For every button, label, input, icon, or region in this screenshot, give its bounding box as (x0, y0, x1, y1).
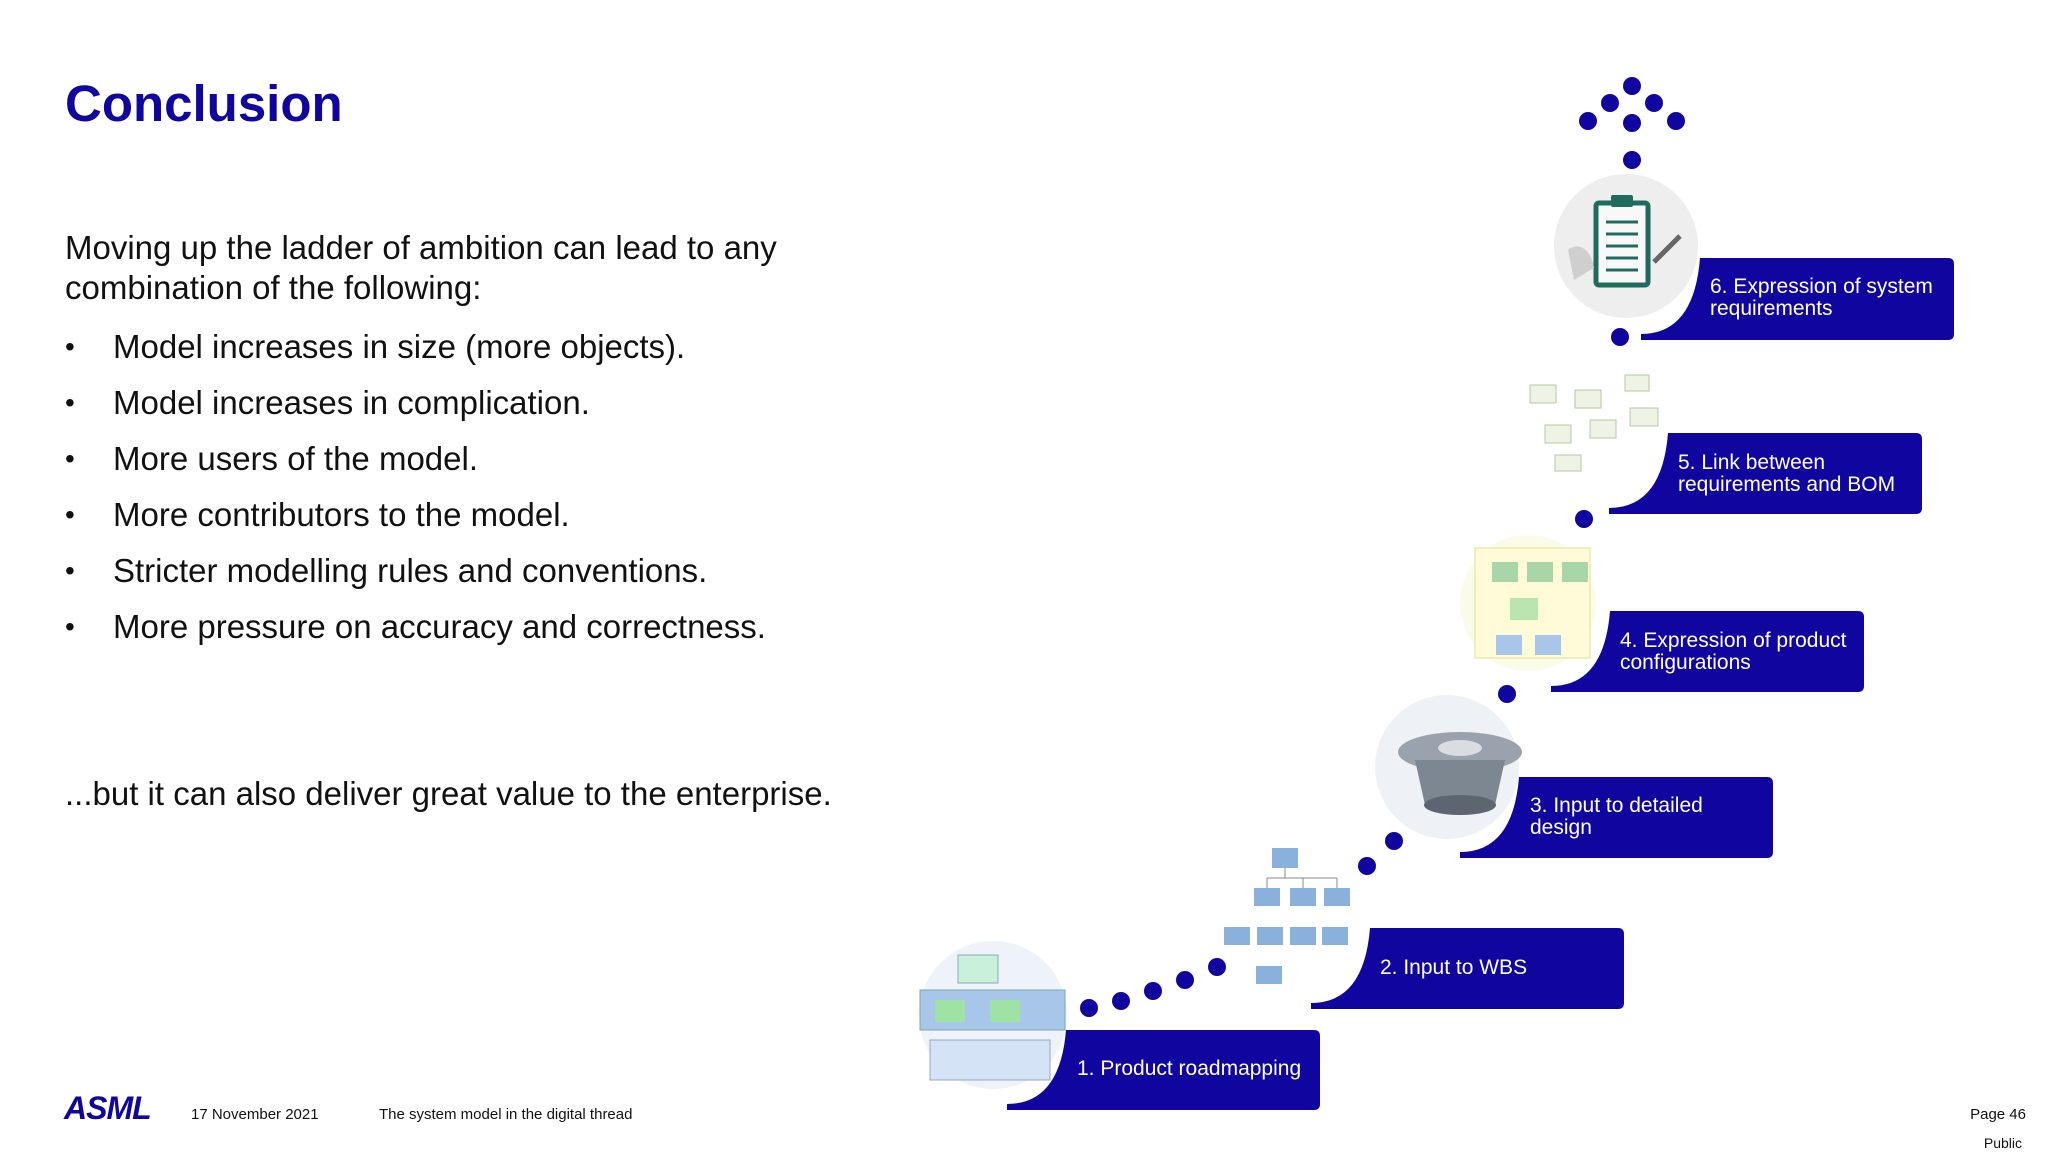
step-4-line2: configurations (1620, 651, 1751, 674)
bullet-marker: • (65, 387, 75, 418)
connector-dot (1358, 857, 1376, 875)
step-6-box (1641, 258, 1954, 340)
bullet-item: • More pressure on accuracy and correctne… (65, 607, 766, 663)
bullet-item: • Model increases in complication. (65, 383, 766, 439)
step-2-box (1311, 928, 1624, 1009)
intro-text: Moving up the ladder of ambition can lea… (65, 229, 777, 306)
step-1-line1: 1. Product roadmapping (1077, 1057, 1302, 1080)
classification-label: Public (1983, 1135, 2022, 1151)
page-number: Page 46 (1970, 1106, 2026, 1123)
connector-dot (1611, 328, 1629, 346)
bullet-text: More users of the model. (113, 440, 478, 477)
step-4-box (1551, 611, 1864, 692)
slide-title: Conclusion (65, 75, 343, 132)
bullet-marker: • (65, 611, 75, 642)
bullet-marker: • (65, 555, 75, 586)
bullet-item: • More contributors to the model. (65, 495, 766, 551)
bullet-text: Model increases in size (more objects). (113, 328, 686, 365)
bullet-text: Model increases in complication. (113, 384, 590, 421)
connector-dot (1623, 151, 1641, 169)
thumbnail-wbs-icon (1224, 848, 1350, 984)
bullet-list: • Model increases in size (more objects).… (65, 327, 766, 663)
bullet-marker: • (65, 331, 75, 362)
bullet-item: • Model increases in size (more objects). (65, 327, 766, 383)
step-5-line2: requirements and BOM (1678, 473, 1896, 496)
thumbnail-product-config-icon (1460, 535, 1596, 671)
step-1-box (1007, 1030, 1320, 1110)
thumbnail-mechanical-part-icon (1375, 695, 1522, 839)
bullet-text: Stricter modelling rules and conventions… (113, 552, 708, 589)
bullet-text: More contributors to the model. (113, 496, 570, 533)
step-5-label: 5. Link between requirements and BOM (1678, 452, 1895, 496)
connector-dot (1498, 685, 1516, 703)
connector-dot (1575, 510, 1593, 528)
connector-dot (1112, 992, 1130, 1010)
step-2-line1: 2. Input to WBS (1380, 956, 1528, 979)
clipboard-icon (1554, 174, 1698, 318)
step-5-line1: 5. Link between (1678, 451, 1826, 474)
step-4-label: 4. Expression of product configurations (1620, 630, 1846, 674)
bullet-item: • Stricter modelling rules and convention… (65, 551, 766, 607)
closing-statement: ...but it can also deliver great value t… (65, 775, 832, 812)
thumbnail-product-roadmap-icon (919, 941, 1067, 1089)
step-3-box (1460, 777, 1773, 858)
step-3-label: 3. Input to detailed design (1530, 795, 1703, 839)
connector-dots (1080, 151, 1641, 1017)
bullet-marker: • (65, 499, 75, 530)
connector-dot (1385, 832, 1403, 850)
step-2-label: 2. Input to WBS (1380, 957, 1527, 979)
step-6-line1: 6. Expression of system (1710, 275, 1933, 298)
footer-date: 17 November 2021 (191, 1106, 319, 1123)
asml-logo: ASML (64, 1090, 152, 1126)
arrow-up-icon (1579, 77, 1685, 132)
connector-dot (1208, 958, 1226, 976)
connector-dot (1144, 982, 1162, 1000)
step-1-label: 1. Product roadmapping (1077, 1058, 1301, 1080)
step-3-line1: 3. Input to detailed (1530, 794, 1703, 817)
step-6-line2: requirements (1710, 297, 1833, 320)
bullet-marker: • (65, 443, 75, 474)
step-3-line2: design (1530, 816, 1592, 839)
step-5-box (1609, 433, 1922, 514)
step-4-line1: 4. Expression of product (1620, 629, 1847, 652)
footer-topic: The system model in the digital thread (379, 1106, 633, 1123)
step-6-label: 6. Expression of system requirements (1710, 276, 1933, 320)
thumbnail-link-diagram-icon (1529, 374, 1659, 472)
connector-dot (1176, 971, 1194, 989)
bullet-item: • More users of the model. (65, 439, 766, 495)
bullet-text: More pressure on accuracy and correctnes… (113, 608, 766, 645)
connector-dot (1080, 999, 1098, 1017)
